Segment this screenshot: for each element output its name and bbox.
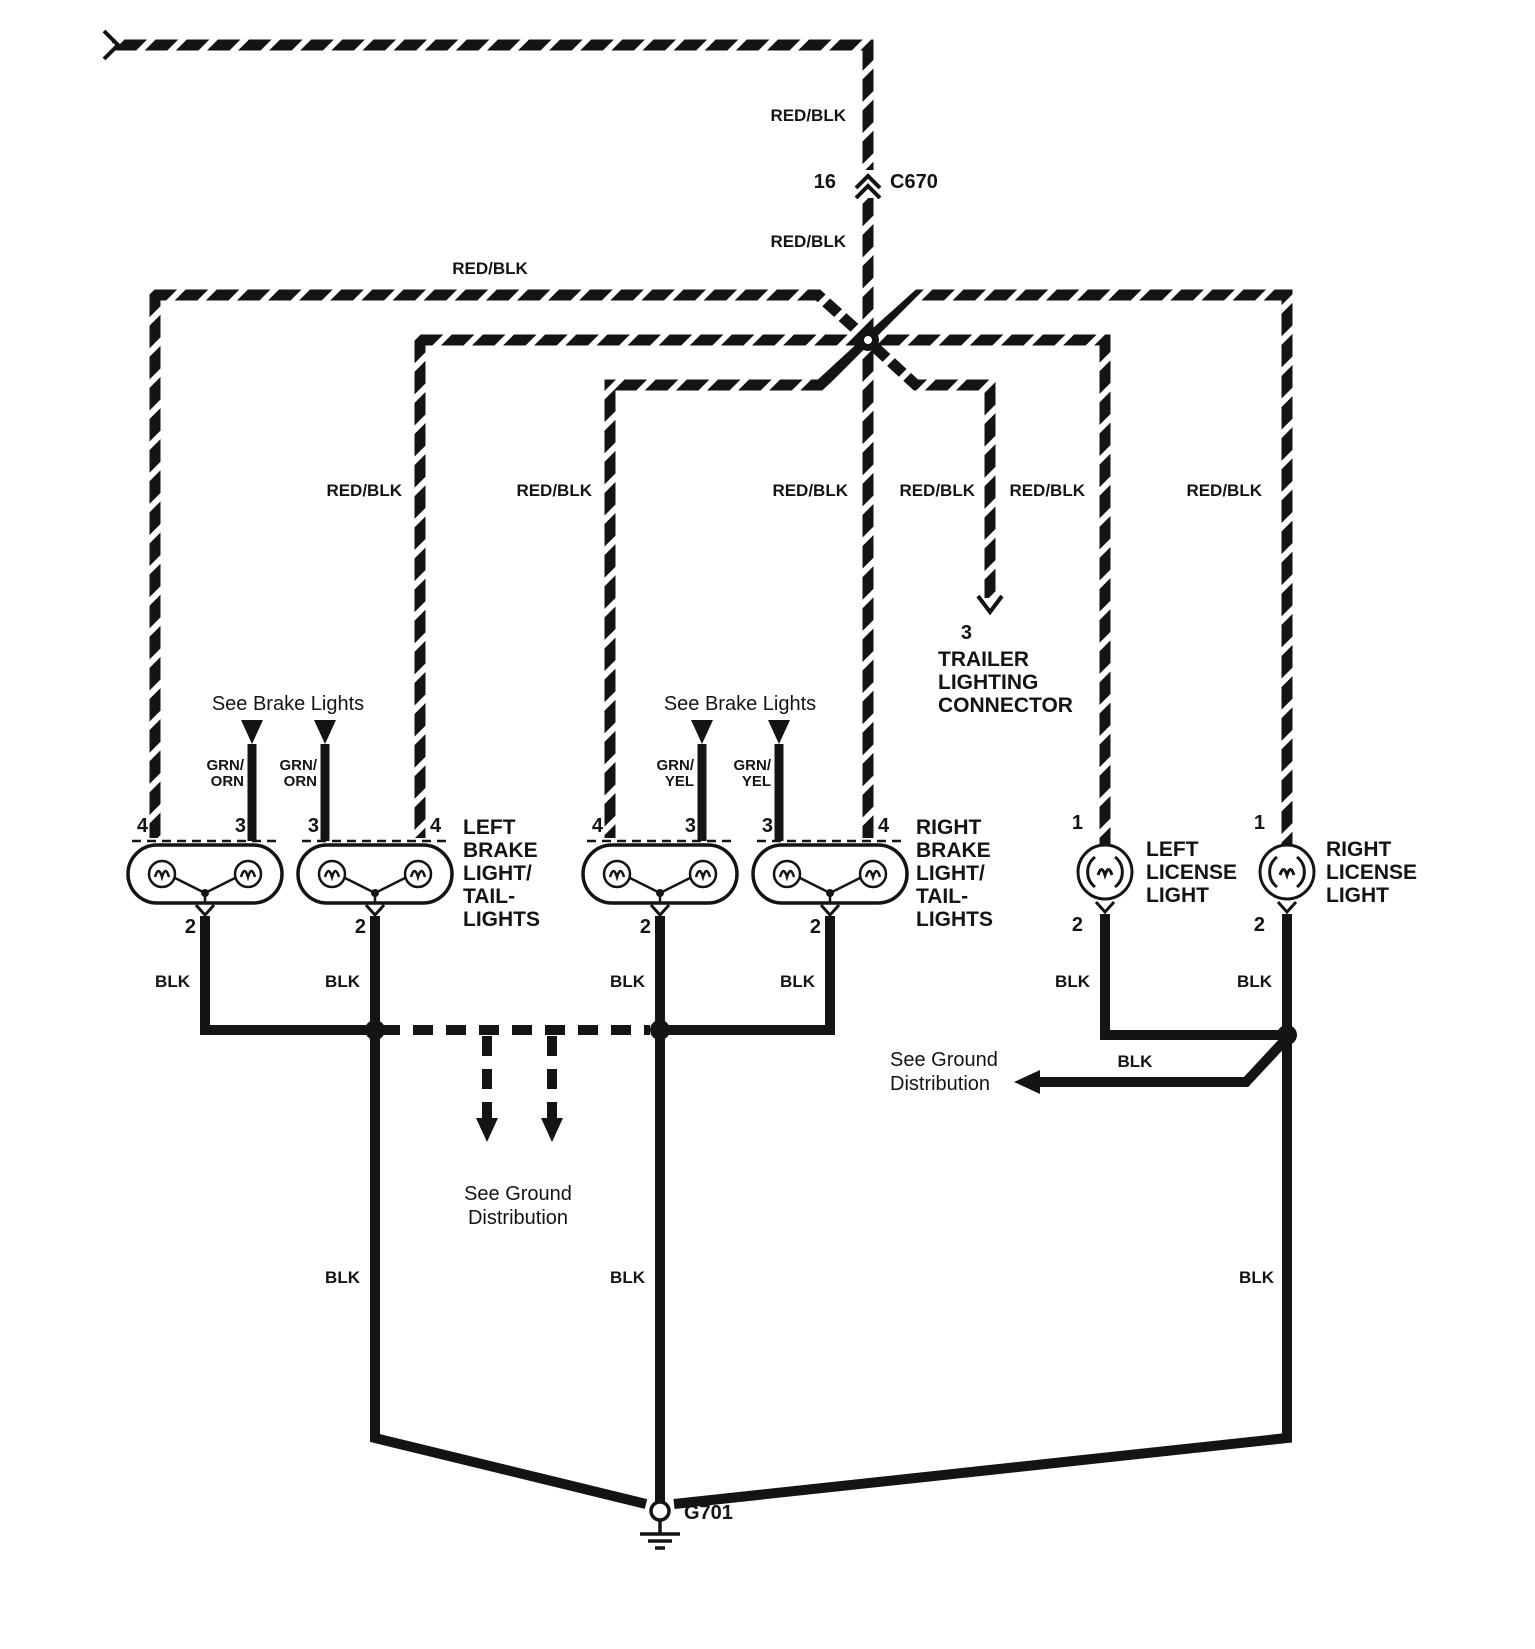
tail-lamp-symbols	[126, 843, 909, 905]
wire-label-red-blk: RED/BLK	[770, 232, 846, 251]
left-license-lamp-icon	[1076, 843, 1134, 901]
wire-label-blk: BLK	[1239, 1268, 1274, 1287]
pin-label-16: 16	[813, 171, 836, 193]
junction-dots	[365, 329, 1297, 1045]
ground-arrow-icon	[541, 1118, 563, 1142]
pin-label-2: 2	[184, 916, 196, 938]
dashed-ground-wire-group	[380, 1025, 650, 1118]
component-label-left-brake-tail-lights: LEFT BRAKE LIGHT/ TAIL- LIGHTS	[463, 816, 540, 931]
wire-label-blk: BLK	[325, 1268, 360, 1287]
left-license-ground-wire	[1100, 914, 1287, 1040]
note-see-ground-distribution: See Ground Distribution	[890, 1049, 998, 1095]
wire-label-red-blk: RED/BLK	[452, 259, 528, 278]
pin-label-3: 3	[761, 815, 773, 837]
wire-label-blk: BLK	[610, 972, 645, 991]
pin-label-2: 2	[639, 916, 651, 938]
brake-arrow-icon	[691, 720, 713, 744]
brake-feed-wire-group	[247, 744, 784, 841]
wire-label-red-blk: RED/BLK	[1186, 481, 1262, 500]
wire-label-blk: BLK	[325, 972, 360, 991]
note-see-brake-lights: See Brake Lights	[211, 693, 365, 715]
pin-label-1: 1	[1253, 812, 1265, 834]
pin-label-4: 4	[878, 815, 890, 837]
wire-label-red-blk: RED/BLK	[899, 481, 975, 500]
ground-label-g701: G701	[684, 1502, 733, 1524]
wire-label-blk: BLK	[1237, 972, 1272, 991]
trailer-connector-icon	[976, 594, 1004, 616]
component-label-left-license-light: LEFT LICENSE LIGHT	[1146, 838, 1238, 907]
pin-label-3: 3	[684, 815, 696, 837]
pin-label-2: 2	[1071, 914, 1083, 936]
blk-wire-group	[200, 914, 1292, 1509]
component-label-right-brake-tail-lights: RIGHT BRAKE LIGHT/ TAIL- LIGHTS	[916, 816, 993, 931]
right-ground-run-wire	[673, 1035, 1292, 1509]
wire-label-blk: BLK	[780, 972, 815, 991]
wire-label-red-blk: RED/BLK	[326, 481, 402, 500]
power-feed-wire	[112, 39, 874, 170]
wire-label-grn-yel: GRN/ YEL	[733, 757, 772, 790]
pin-label-4: 4	[430, 815, 442, 837]
component-label-right-license-light: RIGHT LICENSE LIGHT	[1326, 838, 1418, 907]
pin-label-1: 1	[1071, 812, 1083, 834]
branch-middle-wire	[414, 334, 1111, 846]
pin-label-3: 3	[307, 815, 319, 837]
wire-label-red-blk: RED/BLK	[1009, 481, 1085, 500]
wire-label-grn-yel: GRN/ YEL	[656, 757, 695, 790]
wire-label-red-blk: RED/BLK	[772, 481, 848, 500]
pin-label-2: 2	[1253, 914, 1265, 936]
ground-arrow-icon	[1014, 1070, 1040, 1094]
c670-connector-icon	[854, 173, 882, 200]
pin-label-2: 2	[354, 916, 366, 938]
g701-ground-icon	[640, 1500, 680, 1550]
wire-label-grn-orn: GRN/ ORN	[206, 757, 245, 790]
left-ground-run-wire	[370, 1030, 648, 1509]
brake-arrow-icon	[314, 720, 336, 744]
wire-label-grn-orn: GRN/ ORN	[279, 757, 318, 790]
ground-arrow-icon	[476, 1118, 498, 1142]
connector-label-c670: C670	[890, 171, 938, 193]
wire-label-blk: BLK	[610, 1268, 645, 1287]
pin-label-4: 4	[136, 815, 148, 837]
brake-arrow-icon	[241, 720, 263, 744]
trailer-pin-label: 3	[960, 622, 972, 644]
pin-label-4: 4	[591, 815, 603, 837]
wire-label-blk: BLK	[1055, 972, 1090, 991]
wire-label-blk: BLK	[1117, 1052, 1153, 1071]
pin-label-3: 3	[234, 815, 246, 837]
lamp1-ground-wire	[200, 916, 375, 1035]
pin-connector-icons	[194, 900, 1298, 918]
wire-label-blk: BLK	[155, 972, 190, 991]
lamp4-ground-wire	[660, 916, 835, 1035]
right-license-lamp-icon	[1258, 843, 1316, 901]
license-ground-branch-wire	[1040, 1034, 1291, 1087]
note-see-brake-lights: See Brake Lights	[663, 693, 817, 715]
wire-label-red-blk: RED/BLK	[770, 106, 846, 125]
note-see-ground-distribution: See Ground Distribution	[464, 1183, 572, 1229]
pin-label-2: 2	[809, 916, 821, 938]
wire-break-icon	[102, 29, 121, 61]
wire-label-red-blk: RED/BLK	[516, 481, 592, 500]
brake-arrow-icon	[768, 720, 790, 744]
arrow-group	[241, 720, 1040, 1142]
component-label-trailer-lighting-connector: TRAILER LIGHTING CONNECTOR	[938, 648, 1073, 717]
